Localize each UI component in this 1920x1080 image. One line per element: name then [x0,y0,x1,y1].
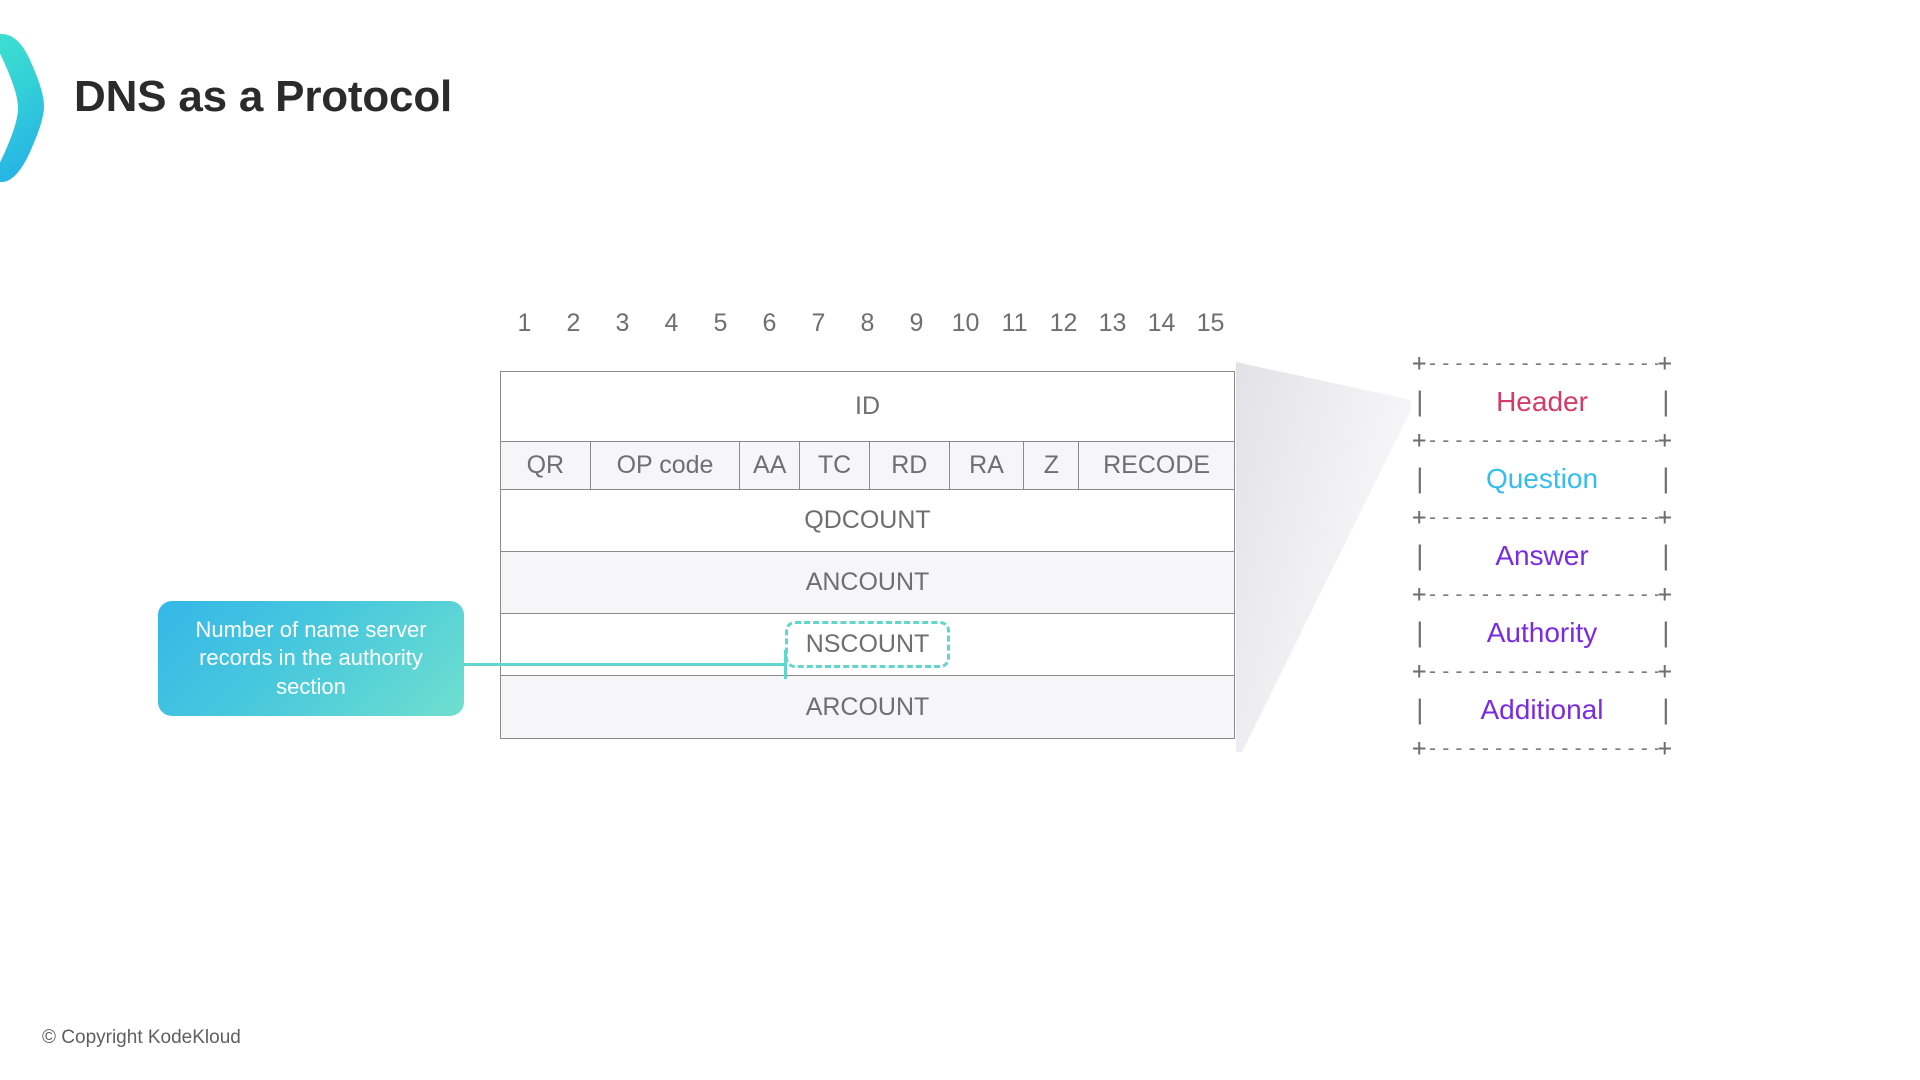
bit-label: 2 [566,309,581,337]
separator-plus-right: + [1657,349,1672,377]
cell-qdcount: QDCOUNT [804,506,931,534]
cell-nscount: NSCOUNT [501,614,1234,675]
section-separator: + -------------------- + [1412,349,1672,377]
cell-rd: RD [870,442,950,489]
separator-plus-left: + [1412,426,1427,454]
bit-label: 13 [1098,309,1127,337]
separator-dashes: -------------------- [1426,506,1657,528]
separator-dashes: -------------------- [1426,429,1657,451]
cell-arcount: ARCOUNT [805,692,930,721]
bit-position-ruler: 1 2 3 4 5 6 7 8 9 10 11 12 13 14 15 [500,305,1235,341]
perspective-funnel-shape [1236,362,1411,752]
section-separator: + -------------------- + [1412,657,1672,685]
table-row-nscount: NSCOUNT [501,614,1234,676]
pipe-left: | [1412,694,1428,725]
brand-logo [0,32,48,184]
section-row-answer: | Answer | [1412,528,1674,583]
separator-dashes: -------------------- [1426,737,1657,759]
table-row-id: ID [501,372,1234,442]
section-label-header: Header [1496,385,1588,417]
separator-dashes: -------------------- [1426,660,1657,682]
bit-label: 15 [1196,309,1225,337]
dns-header-table: ID QR OP code AA TC RD RA Z RECODE QDCOU… [500,371,1235,739]
pipe-left: | [1412,386,1428,417]
pipe-right: | [1658,463,1674,494]
table-row-ancount: ANCOUNT [501,552,1234,614]
section-label-additional: Additional [1480,693,1604,725]
bit-label: 5 [713,309,728,337]
cell-ra: RA [950,442,1025,489]
table-row-arcount: ARCOUNT [501,676,1234,738]
bit-label: 7 [811,309,826,337]
separator-plus-right: + [1657,734,1672,762]
separator-dashes: -------------------- [1426,352,1657,374]
bit-label: 12 [1049,309,1078,337]
separator-plus-left: + [1412,657,1427,685]
pipe-right: | [1658,694,1674,725]
bit-label: 14 [1147,309,1176,337]
callout-text: Number of name server records in the aut… [195,617,427,699]
section-separator: + -------------------- + [1412,426,1672,454]
cell-z: Z [1024,442,1080,489]
section-separator: + -------------------- + [1412,580,1672,608]
pipe-right: | [1658,386,1674,417]
pipe-left: | [1412,540,1428,571]
separator-plus-right: + [1657,426,1672,454]
pipe-right: | [1658,540,1674,571]
section-row-question: | Question | [1412,451,1674,506]
section-row-additional: | Additional | [1412,682,1674,737]
nscount-callout-bubble: Number of name server records in the aut… [158,601,464,716]
separator-plus-left: + [1412,349,1427,377]
footer-copyright: © Copyright KodeKloud [42,1027,241,1048]
cell-recode: RECODE [1103,451,1211,479]
cell-id: ID [855,392,880,420]
callout-connector-end-cap [784,650,787,679]
bit-label: 8 [860,309,875,337]
cell-aa: AA [740,442,801,489]
separator-plus-left: + [1412,734,1427,762]
cell-qr: QR [501,442,591,489]
bit-label: 11 [1001,309,1028,337]
bit-label: 1 [517,309,532,337]
cell-tc: TC [800,442,870,489]
pipe-right: | [1658,617,1674,648]
section-label-answer: Answer [1495,539,1589,571]
separator-plus-left: + [1412,503,1427,531]
table-row-qdcount: QDCOUNT [501,490,1234,552]
pipe-left: | [1412,463,1428,494]
separator-plus-right: + [1657,580,1672,608]
callout-connector-line [464,663,786,666]
table-row-flags: QR OP code AA TC RD RA Z RECODE [501,442,1234,490]
cell-op-code: OP code [591,442,741,489]
section-row-header: | Header | [1412,374,1674,429]
bit-label: 4 [664,309,679,337]
bit-label: 10 [951,309,980,337]
cell-ancount: ANCOUNT [805,568,930,596]
page-title: DNS as a Protocol [74,72,453,121]
bit-label: 9 [909,309,924,337]
separator-plus-left: + [1412,580,1427,608]
nscount-highlight-chip: NSCOUNT [784,621,951,668]
section-label-question: Question [1485,462,1599,494]
section-label-authority: Authority [1486,616,1598,648]
chevron-right-logo-icon [0,34,44,182]
section-separator: + -------------------- + [1412,503,1672,531]
section-row-authority: | Authority | [1412,605,1674,660]
dns-message-sections-diagram: + -------------------- + | Header | + --… [1412,349,1674,762]
bit-label: 3 [615,309,630,337]
separator-plus-right: + [1657,503,1672,531]
separator-dashes: -------------------- [1426,583,1657,605]
section-separator: + -------------------- + [1412,734,1672,762]
separator-plus-right: + [1657,657,1672,685]
bit-label: 6 [762,309,777,337]
pipe-left: | [1412,617,1428,648]
